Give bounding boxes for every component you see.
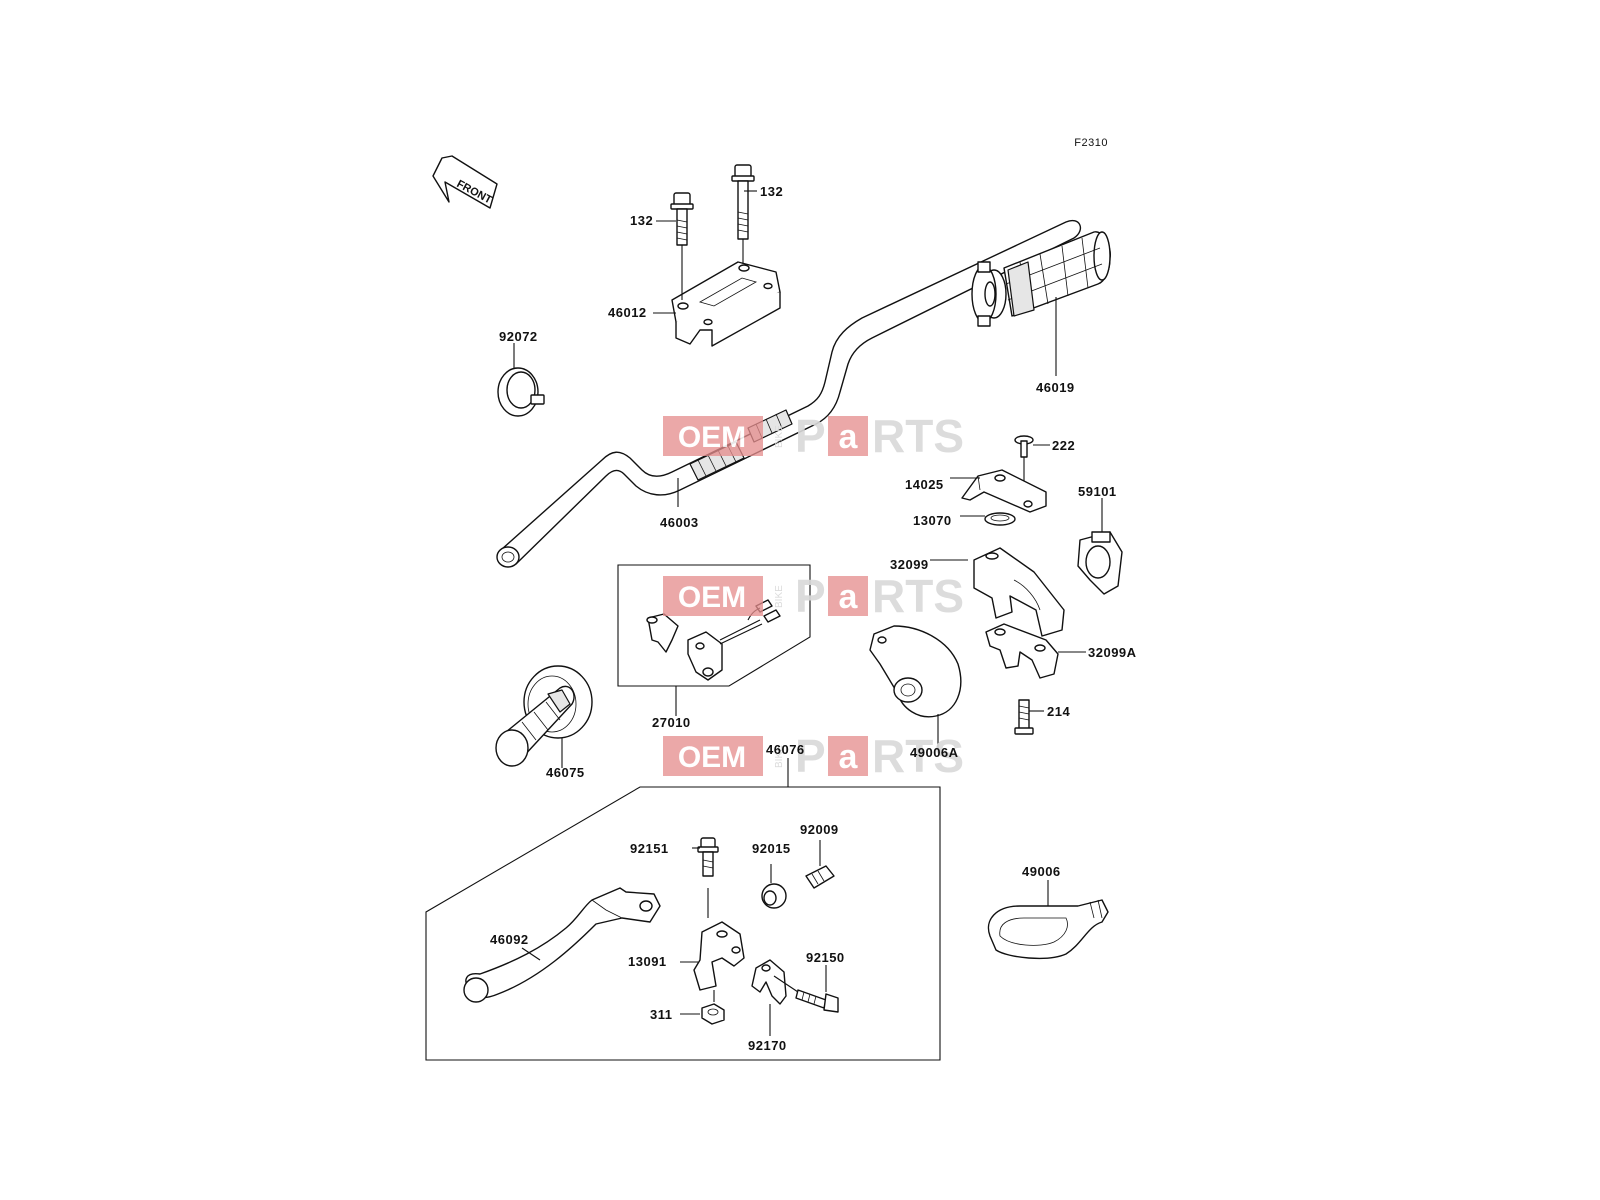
label-32099A: 32099A [1088, 645, 1137, 660]
watermark-logo-1: OEM BIKE P a RTS [663, 410, 964, 462]
label-49006: 49006 [1022, 864, 1061, 879]
label-46076: 46076 [766, 742, 805, 757]
svg-text:P: P [795, 410, 826, 462]
label-46003: 46003 [660, 515, 699, 530]
label-214: 214 [1047, 704, 1070, 719]
svg-text:RTS: RTS [872, 570, 964, 622]
watermark-logo-2: OEM BIKE P a RTS [663, 570, 964, 622]
screw-222-icon [1014, 435, 1034, 458]
band-92072-icon [497, 367, 545, 417]
svg-text:OEM: OEM [678, 421, 746, 454]
label-13091: 13091 [628, 954, 667, 969]
bolt-132-left-icon [670, 192, 694, 246]
lever-bracket-13091-icon [693, 921, 745, 991]
label-92150: 92150 [806, 950, 845, 965]
svg-text:P: P [795, 730, 826, 782]
svg-text:P: P [795, 570, 826, 622]
ring-13070-icon [984, 512, 1016, 526]
label-92009: 92009 [800, 822, 839, 837]
svg-text:BIKE: BIKE [774, 745, 785, 768]
label-27010: 27010 [652, 715, 691, 730]
label-92151: 92151 [630, 841, 669, 856]
svg-text:RTS: RTS [872, 410, 964, 462]
label-32099: 32099 [890, 557, 929, 572]
svg-text:a: a [839, 738, 859, 776]
lever-46092-icon [463, 887, 661, 1003]
throttle-housing-32099A-icon [985, 623, 1059, 679]
left-grip-46075-icon [495, 665, 593, 767]
adjuster-92015-icon [761, 883, 787, 909]
figure-code: F2310 [1074, 137, 1108, 149]
svg-text:a: a [839, 578, 859, 616]
throttle-grip-46019-icon [971, 231, 1111, 327]
bolt-132-right-icon [731, 164, 755, 240]
label-132-left: 132 [630, 213, 653, 228]
clamp-59101-icon [1077, 531, 1123, 595]
label-46075: 46075 [546, 765, 585, 780]
bolt-214-icon [1014, 699, 1034, 735]
throttle-cam-49006A-icon [869, 625, 962, 718]
svg-text:RTS: RTS [872, 730, 964, 782]
svg-text:OEM: OEM [678, 741, 746, 774]
label-92015: 92015 [752, 841, 791, 856]
nut-311-icon [701, 1003, 725, 1025]
label-14025: 14025 [905, 477, 944, 492]
svg-text:OEM: OEM [678, 581, 746, 614]
label-46012: 46012 [608, 305, 647, 320]
watermark-logo-3: OEM BIKE P a RTS [663, 730, 964, 782]
switch-27010-icon [646, 599, 781, 681]
front-arrow-icon: FRONT [432, 155, 498, 209]
throttle-housing-32099-icon [973, 547, 1065, 637]
holder-92170-icon [751, 959, 787, 1005]
svg-text:BIKE: BIKE [774, 585, 785, 608]
bolt-92151-icon [697, 837, 719, 877]
label-92170: 92170 [748, 1038, 787, 1053]
switch-assembly-27010-box [617, 564, 811, 687]
svg-text:a: a [839, 418, 859, 456]
adjuster-92009-icon [805, 865, 835, 889]
svg-text:BIKE: BIKE [774, 425, 785, 448]
handlebar-clamp-46012-icon [671, 261, 781, 347]
label-46019: 46019 [1036, 380, 1075, 395]
label-13070: 13070 [913, 513, 952, 528]
label-311: 311 [650, 1007, 672, 1022]
label-132-right: 132 [760, 184, 783, 199]
lever-assembly-46076-box [425, 786, 941, 1061]
throttle-cover-49006-icon [987, 899, 1109, 959]
label-59101: 59101 [1078, 484, 1117, 499]
label-92072: 92072 [499, 329, 538, 344]
label-49006A: 49006A [910, 745, 959, 760]
bolt-92150-icon [773, 975, 839, 1013]
label-46092: 46092 [490, 932, 529, 947]
label-222: 222 [1052, 438, 1075, 453]
throttle-cover-14025-icon [961, 469, 1047, 513]
